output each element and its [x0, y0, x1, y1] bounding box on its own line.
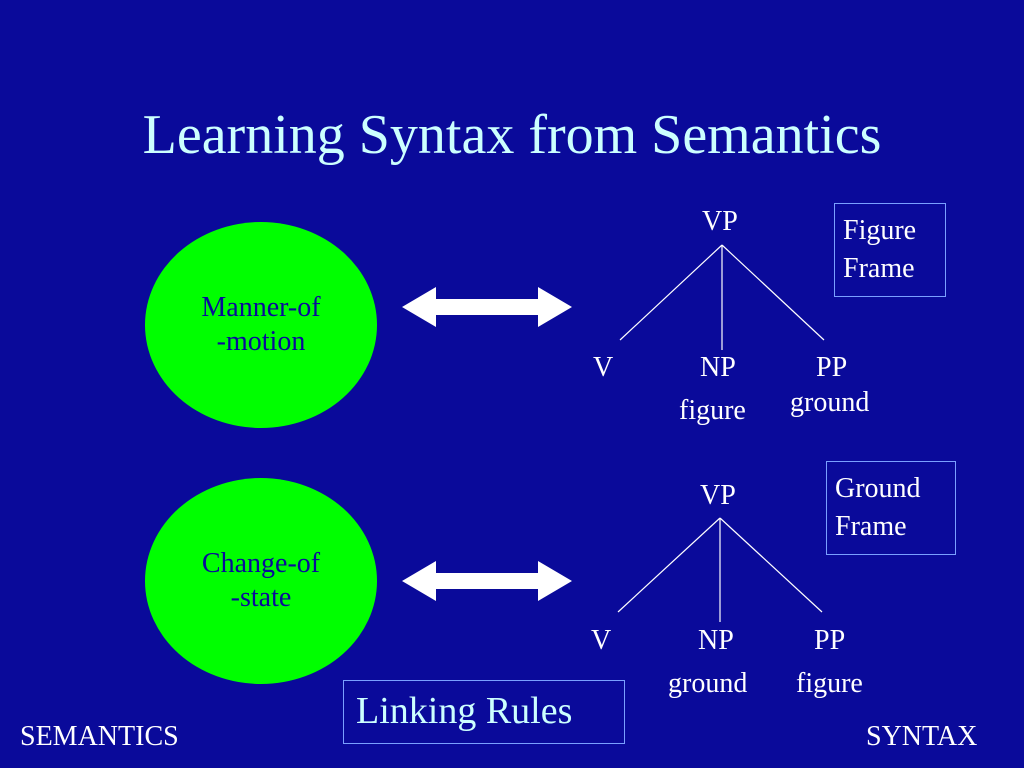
figure-frame-box: Figure Frame [834, 203, 946, 297]
oval-label-line-1: Manner-of [201, 292, 321, 323]
tree-node-np: NP [700, 352, 736, 383]
tree-node-np-role: figure [679, 395, 746, 426]
branch-vp-v-1 [619, 244, 723, 341]
ground-frame-box: Ground Frame [826, 461, 956, 555]
double-arrow-icon-row-1 [402, 287, 572, 327]
tree-branches-row-1 [619, 244, 825, 350]
frame-line-2: Frame [835, 511, 907, 542]
oval-label-line-2: -state [230, 582, 292, 613]
tree-node-v: V [591, 625, 612, 656]
branch-vp-pp-2 [719, 517, 823, 613]
tree-node-pp-role: ground [790, 387, 870, 418]
tree-branches-row-2 [617, 517, 823, 622]
frame-line-2: Frame [843, 253, 915, 284]
tree-node-pp: PP [814, 625, 846, 656]
frame-line-1: Ground [835, 473, 921, 504]
linking-rules-box: Linking Rules [343, 680, 625, 744]
footer-syntax: SYNTAX [866, 721, 978, 752]
tree-node-pp-role: figure [796, 668, 863, 699]
oval-label-line-2: -motion [216, 326, 306, 357]
tree-node-pp: PP [816, 352, 848, 383]
semantic-oval-change-of-state: Change-of -state [145, 478, 377, 684]
semantic-oval-manner-of-motion: Manner-of -motion [145, 222, 377, 428]
slide-title: Learning Syntax from Semantics [142, 104, 882, 166]
double-arrow-icon-row-2 [402, 561, 572, 601]
tree-node-v: V [593, 352, 614, 383]
branch-vp-v-2 [617, 517, 721, 613]
tree-node-np-role: ground [668, 668, 748, 699]
branch-vp-pp-1 [721, 244, 825, 341]
tree-root-vp: VP [700, 480, 736, 511]
tree-node-np: NP [698, 625, 734, 656]
frame-line-1: Figure [843, 215, 917, 246]
oval-label-line-1: Change-of [201, 548, 321, 579]
tree-root-vp: VP [702, 206, 738, 237]
footer-semantics: SEMANTICS [20, 721, 179, 752]
